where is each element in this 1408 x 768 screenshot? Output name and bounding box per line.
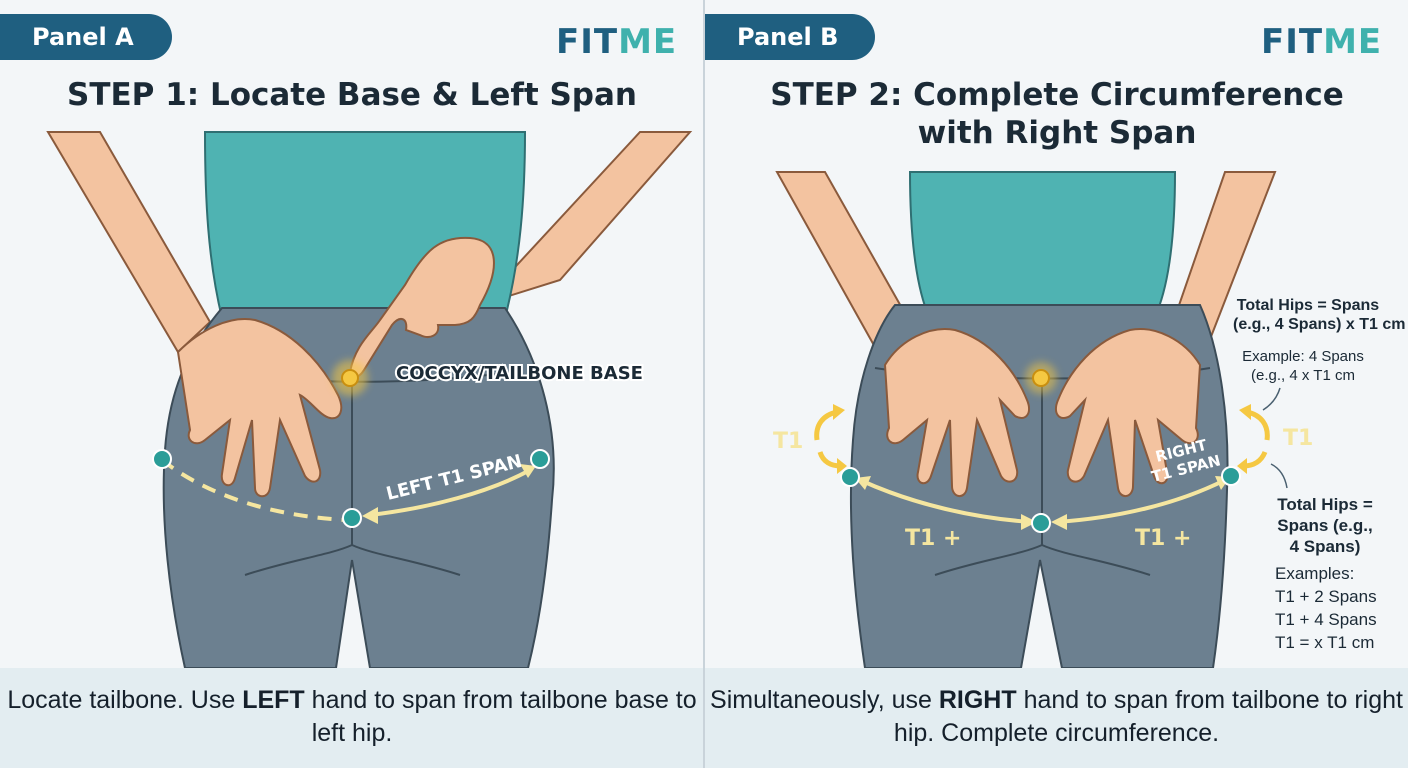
example-item: T1 + 4 Spans — [1275, 610, 1377, 629]
total-hips-line1: Total Hips = Spans — [1236, 297, 1380, 314]
panel-a-caption: Locate tailbone. Use LEFT hand to span f… — [0, 684, 704, 750]
tailbone-span-marker — [342, 508, 362, 528]
t1-right-curve-upper-head — [1239, 404, 1251, 420]
t1-plus-left-label: T1 + — [905, 526, 961, 551]
t1-left-curve-lower-head — [837, 458, 847, 474]
right-hip-marker — [530, 449, 550, 469]
right-hip-marker — [1221, 466, 1241, 486]
t1-plus-right-label: T1 + — [1135, 526, 1191, 551]
example-note: Example: 4 Spans (e.g., 4 x T1 cm — [1233, 347, 1373, 385]
panel-b: T1 T1 T1 + T1 + RIGHT T1 SPAN Panel B FI… — [705, 0, 1408, 768]
left-span-arrowhead-start — [362, 507, 378, 524]
seat-curve — [934, 543, 1151, 576]
total-hips-line2: (e.g., 4 Spans) x T1 cm — [1233, 316, 1406, 333]
examples-list: Examples: T1 + 2 Spans T1 + 4 Spans T1 =… — [1275, 562, 1377, 654]
tailbone-span-marker — [1031, 513, 1051, 533]
brand-accent: ME — [1323, 22, 1383, 62]
brand-logo: FITME — [1261, 22, 1382, 62]
example-item: T1 + 2 Spans — [1275, 587, 1377, 606]
t1-left-label: T1 — [773, 429, 803, 454]
caption-b-text-2: hand to span from tailbone to right hip.… — [893, 686, 1403, 747]
right-span-arrow — [1056, 478, 1226, 524]
coccyx-label: COCCYX/TAILBONE BASE — [396, 363, 643, 384]
panel-b-illustration: T1 T1 T1 + T1 + RIGHT T1 SPAN — [773, 171, 1313, 668]
brand-logo: FITME — [556, 22, 677, 62]
right-hand — [1054, 328, 1202, 497]
example-line2: (e.g., 4 x T1 cm — [1251, 367, 1355, 384]
panel-a-title: STEP 1: Locate Base & Left Span — [67, 77, 637, 113]
panel-b-tag: Panel B — [705, 14, 875, 60]
example-line1: Example: 4 Spans — [1242, 348, 1364, 365]
panel-b-footer — [705, 668, 1408, 768]
caption-a-bold: LEFT — [242, 686, 305, 714]
left-hand — [883, 328, 1031, 497]
shirt — [908, 171, 1177, 313]
caption-b-text-1: Simultaneously, use — [710, 686, 939, 714]
total-hips2-line3: 4 Spans) — [1289, 537, 1361, 556]
total-hips2-line2: Spans (e.g., — [1277, 516, 1373, 535]
tailbone-marker — [1032, 369, 1050, 387]
example-item: T1 = x T1 cm — [1275, 633, 1375, 652]
panel-divider — [703, 0, 705, 768]
right-arm — [476, 131, 693, 308]
examples-title: Examples: — [1275, 564, 1355, 583]
t1-right-curve-lower-head — [1237, 458, 1247, 474]
t1-left-curve-upper-head — [833, 404, 845, 420]
panel-a-illustration: COCCYX/TAILBONE BASE LEFT T1 SPAN — [46, 131, 693, 668]
caption-a-text-1: Locate tailbone. Use — [7, 686, 243, 714]
panel-b-caption: Simultaneously, use RIGHT hand to span f… — [705, 684, 1408, 750]
total-hips-note: Total Hips = Spans (e.g., 4 Spans) x T1 … — [1233, 296, 1406, 334]
panel-a: COCCYX/TAILBONE BASE LEFT T1 SPAN Panel … — [0, 0, 704, 768]
left-hip-marker — [840, 467, 860, 487]
left-hand — [176, 318, 343, 498]
left-dashed-path — [160, 458, 346, 522]
brand-accent: ME — [618, 22, 678, 62]
caption-a-text-2: hand to span from tailbone base to left … — [304, 686, 697, 747]
tailbone-marker — [341, 369, 359, 387]
left-span-arrow — [369, 468, 531, 517]
left-span-arrow — [859, 478, 1032, 524]
total-hips2-line1: Total Hips = — [1277, 495, 1373, 514]
panel-a-footer — [0, 668, 704, 768]
brand-main: FIT — [556, 22, 619, 62]
panel-b-title-line2: with Right Span — [917, 115, 1197, 151]
note-pointer-upper — [1262, 387, 1281, 411]
right-arrowhead-start — [1051, 514, 1067, 530]
left-hip-marker — [152, 449, 172, 469]
panel-a-tag: Panel A — [0, 14, 172, 60]
panel-b-title-line1: STEP 2: Complete Circumference — [770, 77, 1344, 113]
seat-curve — [244, 543, 461, 576]
left-span-arrowhead-end — [520, 464, 536, 478]
total-hips-note-2: Total Hips = Spans (e.g., 4 Spans) — [1270, 494, 1380, 557]
left-arm — [46, 131, 212, 354]
note-pointer-lower — [1270, 463, 1288, 489]
caption-b-bold: RIGHT — [938, 686, 1017, 714]
t1-right-label: T1 — [1283, 426, 1313, 451]
brand-main: FIT — [1261, 22, 1324, 62]
left-arrowhead-end — [1021, 514, 1037, 530]
